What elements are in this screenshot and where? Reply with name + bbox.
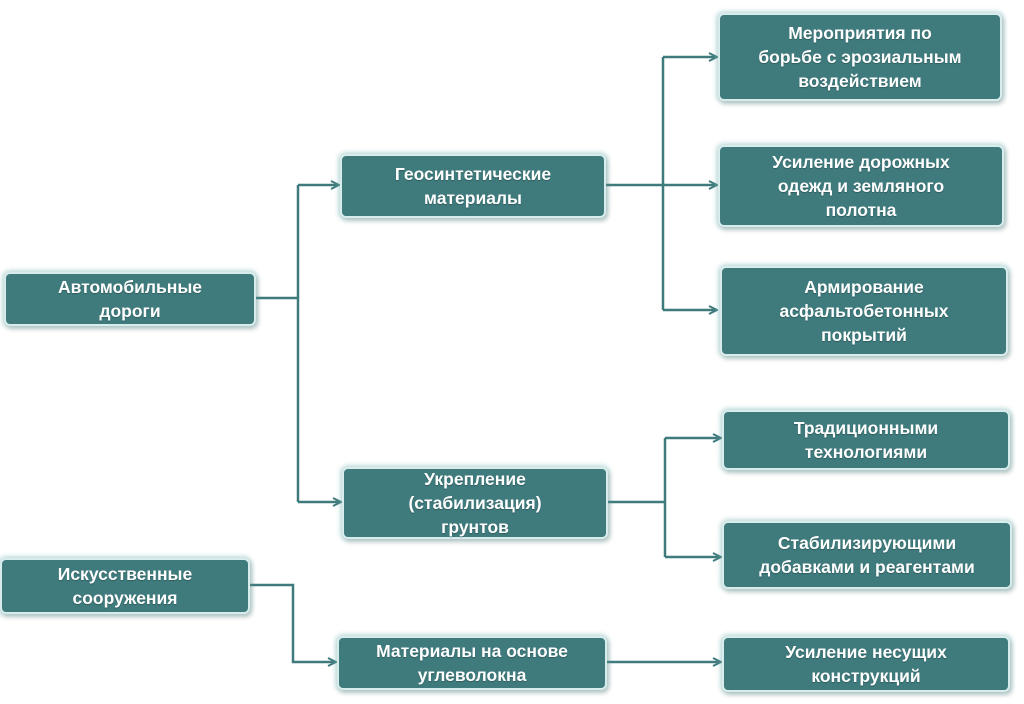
node-traditional: Традиционными технологиями [722, 410, 1010, 470]
connector-roads-trunk [254, 185, 300, 502]
node-soil-strengthening: Укрепление (стабилизация) грунтов [342, 467, 608, 539]
connector-geosynthetic-trunk [604, 57, 665, 310]
node-structures: Искусственные сооружения [0, 558, 250, 614]
node-roads: Автомобильные дороги [4, 272, 256, 326]
node-pavement-reinforcement: Усиление дорожных одежд и земляного поло… [718, 145, 1004, 227]
node-stabilizing-additives: Стабилизирующими добавками и реагентами [722, 521, 1012, 589]
node-carbon-materials: Материалы на основе углеволокна [337, 636, 607, 690]
node-erosion: Мероприятия по борьбе с эрозиальным возд… [718, 13, 1002, 101]
node-load-bearing: Усиление несущих конструкций [722, 636, 1010, 692]
connector-structures [248, 583, 335, 662]
connector-soil-trunk [606, 438, 667, 557]
node-geosynthetic: Геосинтетические материалы [340, 154, 606, 218]
node-asphalt-reinforcement: Армирование асфальтобетонных покрытий [720, 266, 1008, 356]
